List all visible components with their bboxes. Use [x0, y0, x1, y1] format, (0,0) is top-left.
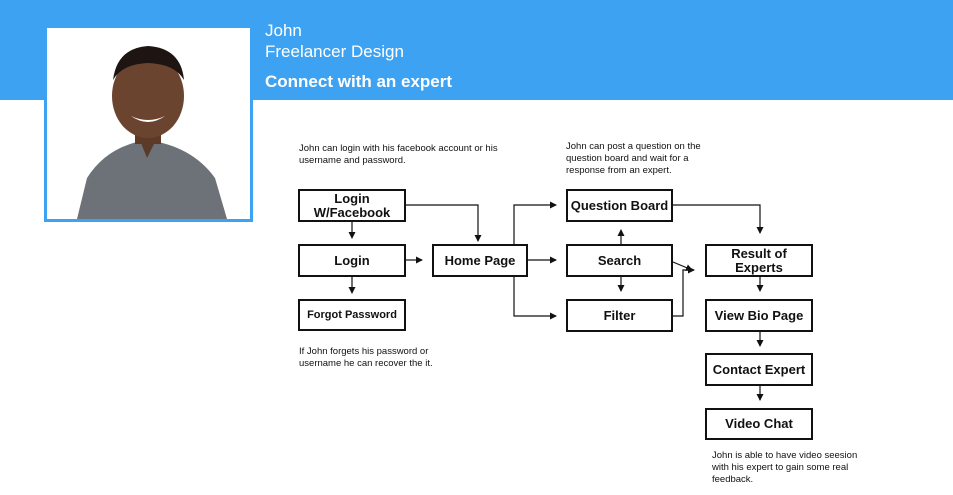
video-chat-note: John is able to have video seesion with … [712, 450, 858, 485]
arrow-question-to-results [672, 204, 764, 234]
login-note: John can login with his facebook account… [299, 143, 498, 166]
contact-expert-box: Contact Expert [705, 353, 813, 386]
forgot-password-note: If John forgets his password or username… [299, 346, 433, 369]
arrow-home-to-question [513, 201, 557, 245]
search-box: Search [566, 244, 673, 277]
arrow-filter-to-results [673, 266, 695, 317]
video-chat-box: Video Chat [705, 408, 813, 440]
forgot-password-box: Forgot Password [298, 299, 406, 331]
view-bio-page-box: View Bio Page [705, 299, 813, 332]
question-board-note: John can post a question on the question… [566, 141, 701, 176]
persona-photo-frame [44, 25, 253, 222]
persona-name: John [265, 21, 302, 40]
arrow-search-to-results [672, 261, 693, 271]
question-board-box: Question Board [566, 189, 673, 222]
login-box: Login [298, 244, 406, 277]
persona-role: Freelancer Design [265, 42, 404, 61]
login-facebook-box: Login W/Facebook [298, 189, 406, 222]
arrow-facebook-to-home [406, 204, 482, 242]
result-of-experts-box: Result of Experts [705, 244, 813, 277]
arrow-home-to-filter [513, 276, 557, 320]
persona-goal: Connect with an expert [265, 72, 453, 91]
persona-avatar [47, 28, 250, 219]
filter-box: Filter [566, 299, 673, 332]
home-page-box: Home Page [432, 244, 528, 277]
